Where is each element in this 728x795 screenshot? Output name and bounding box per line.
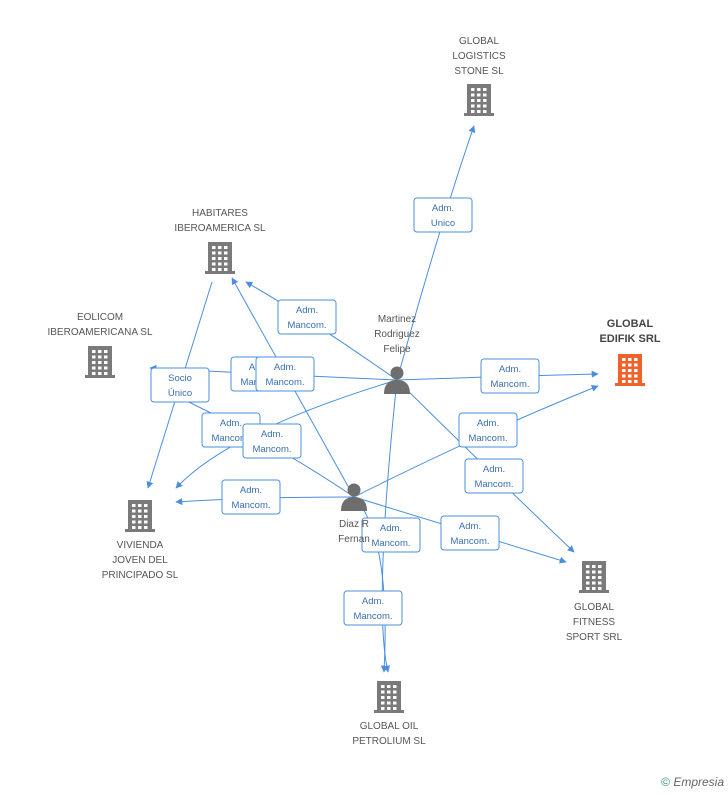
edge-label-text: Socio — [168, 373, 192, 384]
person-node-diaz[interactable]: Diaz R Fernan — [338, 483, 370, 546]
edge-label-box — [464, 458, 524, 494]
edge-label[interactable]: Adm. Unico — [413, 197, 473, 233]
edge-label-text: Mancom. — [474, 479, 513, 490]
company-node-fitness[interactable]: GLOBAL FITNESS SPORT SRL — [566, 561, 623, 643]
company-node-edifik[interactable]: GLOBAL EDIFIK SRL — [599, 318, 661, 386]
edge-label-text: Unico — [431, 218, 455, 229]
node-label: Diaz R — [339, 519, 369, 530]
node-label: GLOBAL — [574, 602, 614, 613]
node-label: IBEROAMERICANA SL — [47, 327, 152, 338]
edge-label-text: Adm. — [459, 521, 481, 532]
edge-label-text: Adm. — [362, 596, 384, 607]
building-icon — [125, 500, 155, 532]
node-label: IBEROAMERICA SL — [174, 223, 266, 234]
company-node-logistics[interactable]: GLOBAL LOGISTICS STONE SL — [452, 36, 506, 116]
footer-brand[interactable]: © Empresia — [661, 775, 724, 789]
node-label: GLOBAL — [607, 318, 654, 330]
edge-label[interactable]: Adm. Mancom. — [242, 423, 302, 459]
edge-label-box — [440, 515, 500, 551]
company-node-oil[interactable]: GLOBAL OIL PETROLIUM SL — [352, 681, 426, 747]
company-node-vivienda[interactable]: VIVIENDA JOVEN DEL PRINCIPADO SL — [102, 500, 179, 581]
nodes-layer: GLOBAL LOGISTICS STONE SL HABITARES IBEROAME… — [47, 36, 660, 747]
edge-label[interactable]: Adm. Mancom. — [458, 412, 518, 448]
edge-label-box — [480, 358, 540, 394]
node-label: HABITARES — [192, 208, 248, 219]
node-label: GLOBAL OIL — [360, 721, 419, 732]
building-icon — [374, 681, 404, 713]
edge-labels-layer: Adm.UnicoAdm.Mancom.Adm.Mancom.Adm.Manco… — [150, 197, 540, 626]
edge-label[interactable]: Adm. Mancom. — [277, 299, 337, 335]
node-label: SPORT SRL — [566, 632, 623, 643]
edge-label-text: Adm. — [483, 464, 505, 475]
edge-label-text: Mancom. — [371, 538, 410, 549]
node-label: Felipe — [383, 344, 411, 355]
building-icon — [205, 242, 235, 274]
building-icon — [85, 346, 115, 378]
edge-label-text: Mancom. — [468, 433, 507, 444]
edge-label[interactable]: Adm. Mancom. — [361, 517, 421, 553]
edge-label-box — [255, 356, 315, 392]
building-icon — [464, 84, 494, 116]
node-label: Martinez — [378, 314, 416, 325]
edge-label[interactable]: Adm. Mancom. — [480, 358, 540, 394]
building-icon — [579, 561, 609, 593]
node-label: GLOBAL — [459, 36, 499, 47]
edge-label-text: Adm. — [380, 523, 402, 534]
node-label: VIVIENDA — [117, 540, 164, 551]
edge-label[interactable]: Adm. Mancom. — [343, 590, 403, 626]
edge-label-text: Mancom. — [450, 536, 489, 547]
edge-label-box — [277, 299, 337, 335]
edge-label-text: Adm. — [240, 485, 262, 496]
person-icon — [341, 483, 367, 511]
edge-label-box — [221, 479, 281, 515]
node-label: EOLICOM — [77, 312, 123, 323]
node-label: PRINCIPADO SL — [102, 570, 179, 581]
edge-label-text: Adm. — [499, 364, 521, 375]
node-label: Rodriguez — [374, 329, 420, 340]
edge-label[interactable]: Adm. Mancom. — [464, 458, 524, 494]
node-label: LOGISTICS — [452, 51, 506, 62]
edge-label-text: Adm. — [261, 429, 283, 440]
edge-label[interactable]: Adm. Mancom. — [255, 356, 315, 392]
building-icon — [615, 354, 645, 386]
copyright-symbol: © — [661, 775, 670, 789]
brand-name: Empresia — [673, 775, 724, 789]
edge-label-text: Adm. — [477, 418, 499, 429]
edge-label-text: Único — [168, 388, 192, 399]
edge-label-box — [458, 412, 518, 448]
edge-label-box — [361, 517, 421, 553]
edge-label-text: Mancom. — [353, 611, 392, 622]
node-label: STONE SL — [454, 66, 504, 77]
person-icon — [384, 366, 410, 394]
edge-label[interactable]: Adm. Mancom. — [221, 479, 281, 515]
edge-label-box — [343, 590, 403, 626]
edge-label-text: Mancom. — [265, 377, 304, 388]
node-label: Fernan — [338, 534, 370, 545]
edge-martinez-logistics — [396, 125, 476, 381]
node-label: PETROLIUM SL — [352, 736, 426, 747]
edge-label-box — [150, 367, 210, 403]
edge-label-box — [242, 423, 302, 459]
edge-label-text: Mancom. — [252, 444, 291, 455]
edge-label-text: Adm. — [274, 362, 296, 373]
company-node-habitares[interactable]: HABITARES IBEROAMERICA SL — [174, 208, 266, 274]
edge-label-text: Adm. — [220, 418, 242, 429]
edge-label-text: Mancom. — [211, 433, 250, 444]
node-label: EDIFIK SRL — [599, 333, 660, 345]
edge-label-text: Mancom. — [490, 379, 529, 390]
node-label: FITNESS — [573, 617, 616, 628]
company-node-eolicom[interactable]: EOLICOM IBEROAMERICANA SL — [47, 312, 153, 378]
edge-label-text: Mancom. — [231, 500, 270, 511]
edge-label-box — [413, 197, 473, 233]
edge-label[interactable]: Adm. Mancom. — [440, 515, 500, 551]
edge-label-text: Mancom. — [287, 320, 326, 331]
edge-label-text: Adm. — [296, 305, 318, 316]
node-label: JOVEN DEL — [112, 555, 168, 566]
edge-label-text: Adm. — [432, 203, 454, 214]
